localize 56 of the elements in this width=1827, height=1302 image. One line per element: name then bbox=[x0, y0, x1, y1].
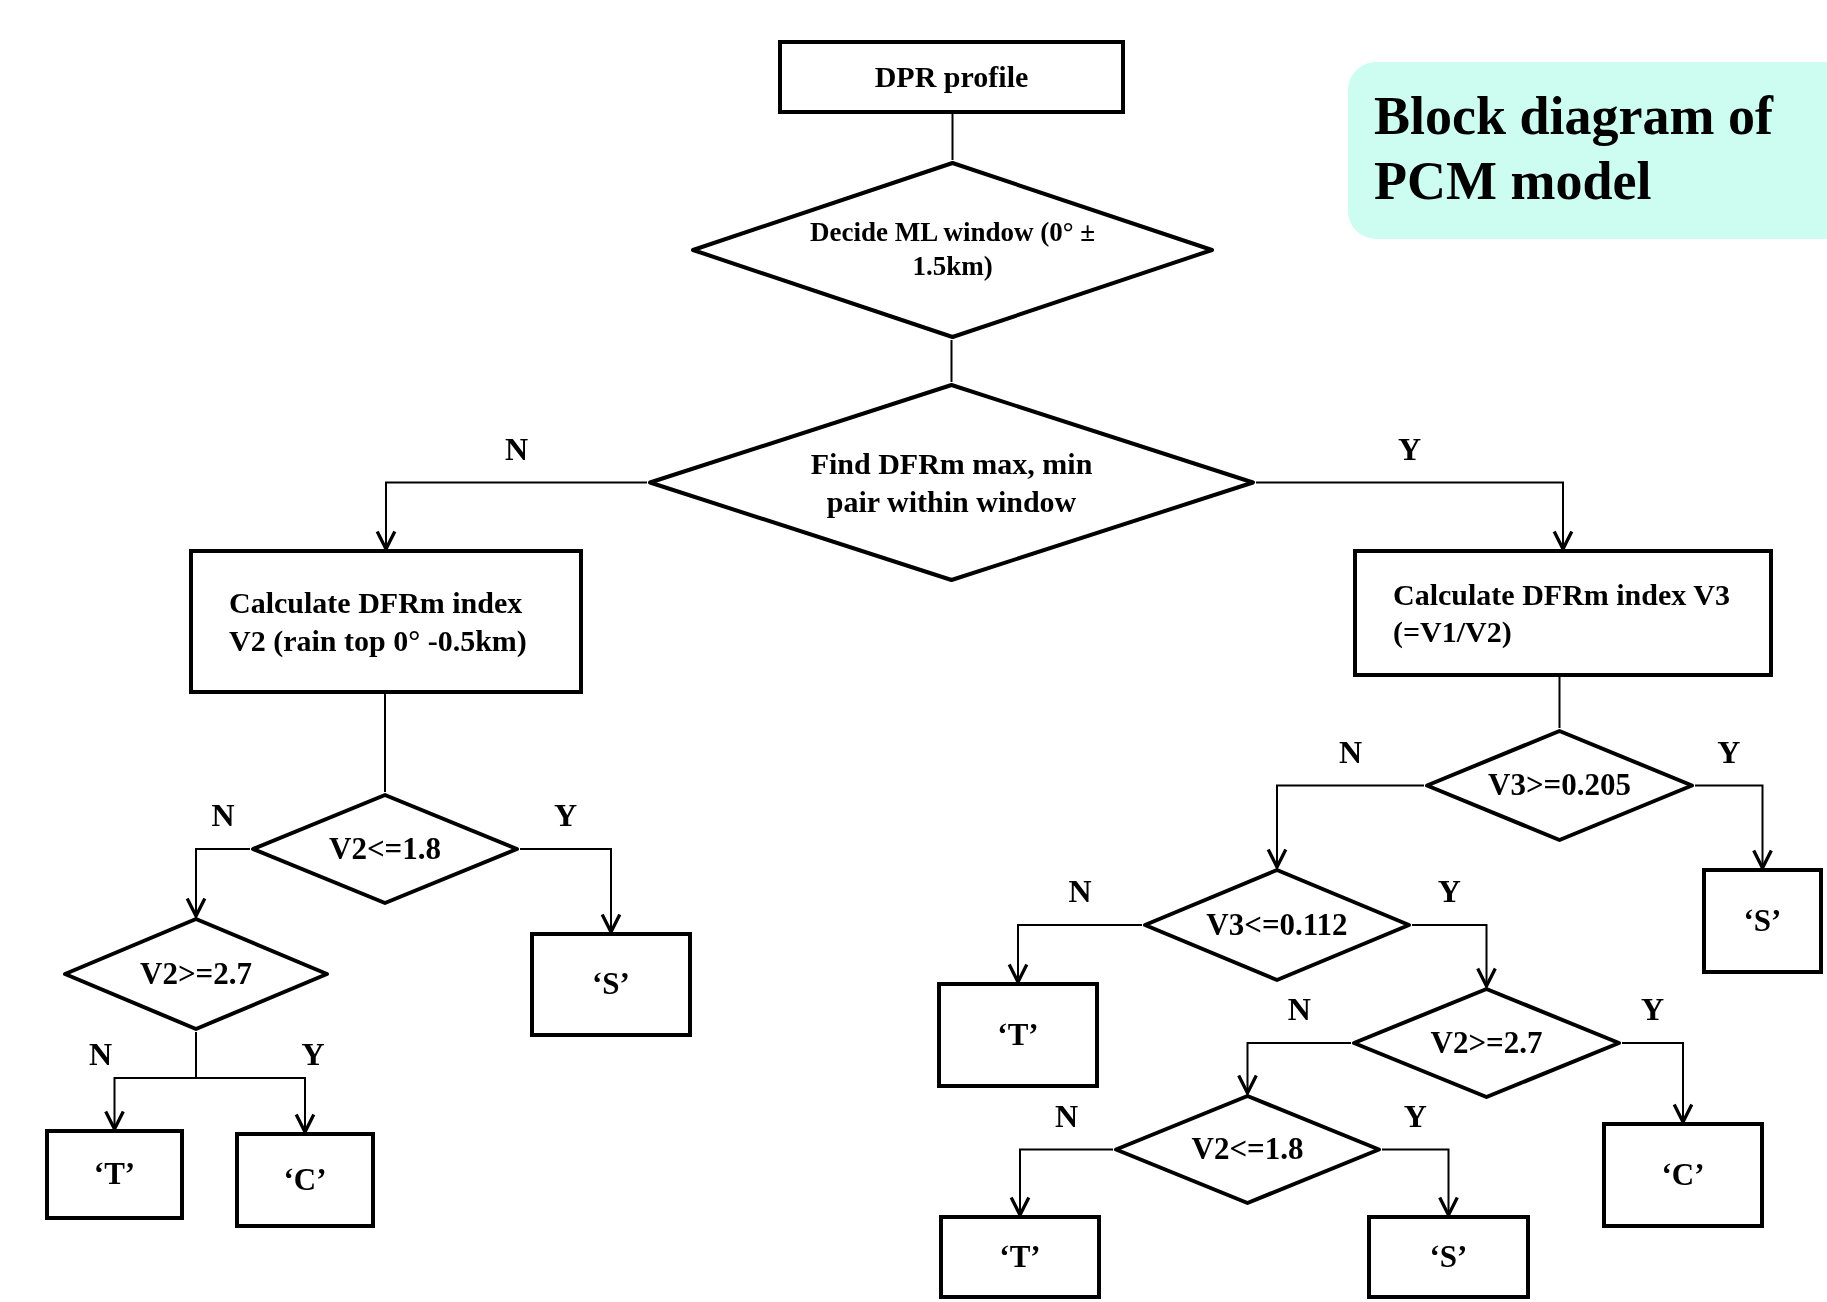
decision-text: V2<=1.8 bbox=[1191, 1130, 1304, 1169]
box-text: ‘S’ bbox=[1429, 1237, 1468, 1276]
title-banner: Block diagram of PCM model bbox=[1348, 62, 1827, 239]
process-box bbox=[1602, 1122, 1764, 1228]
arrow bbox=[1621, 1042, 1694, 1124]
decision-diamond bbox=[1424, 728, 1695, 843]
arrow bbox=[1007, 924, 1143, 984]
decision-text: V2>=2.7 bbox=[140, 954, 252, 993]
arrow bbox=[1694, 784, 1773, 870]
box-text: ‘C’ bbox=[1661, 1155, 1705, 1194]
arrow bbox=[1237, 1042, 1352, 1095]
decision-diamond bbox=[690, 160, 1215, 340]
decision-diamond bbox=[1351, 986, 1622, 1100]
decision-diamond bbox=[250, 792, 520, 906]
process-box bbox=[45, 1129, 184, 1220]
box-text: Calculate DFRm index V2 (rain top 0° -0.5km) bbox=[229, 585, 528, 659]
connector-line bbox=[951, 113, 954, 161]
decision-diamond bbox=[647, 382, 1256, 583]
arrow bbox=[1411, 924, 1497, 988]
process-box bbox=[1367, 1215, 1530, 1299]
arrow bbox=[1255, 481, 1574, 551]
decision-text: V3<=0.112 bbox=[1206, 905, 1348, 944]
decision-diamond bbox=[1113, 1093, 1382, 1206]
arrow bbox=[195, 1031, 316, 1134]
arrow bbox=[519, 848, 622, 934]
arrow bbox=[185, 848, 251, 918]
process-box bbox=[189, 549, 583, 694]
box-text: ‘T’ bbox=[93, 1155, 136, 1194]
decision-text: Find DFRm max, min pair within window bbox=[809, 446, 1094, 520]
process-box bbox=[1702, 868, 1823, 974]
connector-line bbox=[384, 693, 386, 793]
process-box bbox=[778, 40, 1125, 114]
box-text: ‘S’ bbox=[1743, 901, 1782, 940]
decision-diamond bbox=[62, 916, 330, 1032]
decision-text: V2>=2.7 bbox=[1430, 1023, 1543, 1062]
box-text: ‘T’ bbox=[999, 1237, 1041, 1276]
process-box bbox=[235, 1132, 375, 1228]
process-box bbox=[1353, 549, 1773, 677]
arrow bbox=[375, 481, 648, 551]
arrow bbox=[1381, 1148, 1459, 1217]
box-text: ‘T’ bbox=[997, 1015, 1039, 1054]
arrow bbox=[1009, 1148, 1114, 1217]
connector-line bbox=[950, 339, 953, 383]
box-text: ‘S’ bbox=[592, 965, 630, 1004]
process-box bbox=[530, 932, 692, 1037]
box-text: DPR profile bbox=[874, 59, 1029, 96]
arrow bbox=[1266, 784, 1425, 869]
decision-text: Decide ML window (0° ± 1.5km) bbox=[808, 216, 1097, 283]
connector-line bbox=[1558, 676, 1561, 729]
decision-diamond bbox=[1142, 867, 1412, 983]
decision-text: V2<=1.8 bbox=[329, 829, 441, 868]
decision-text: V3>=0.205 bbox=[1488, 766, 1631, 805]
process-box bbox=[937, 982, 1099, 1088]
process-box bbox=[939, 1215, 1101, 1299]
box-text: Calculate DFRm index V3 (=V1/V2) bbox=[1393, 576, 1731, 650]
box-text: ‘C’ bbox=[283, 1160, 327, 1199]
